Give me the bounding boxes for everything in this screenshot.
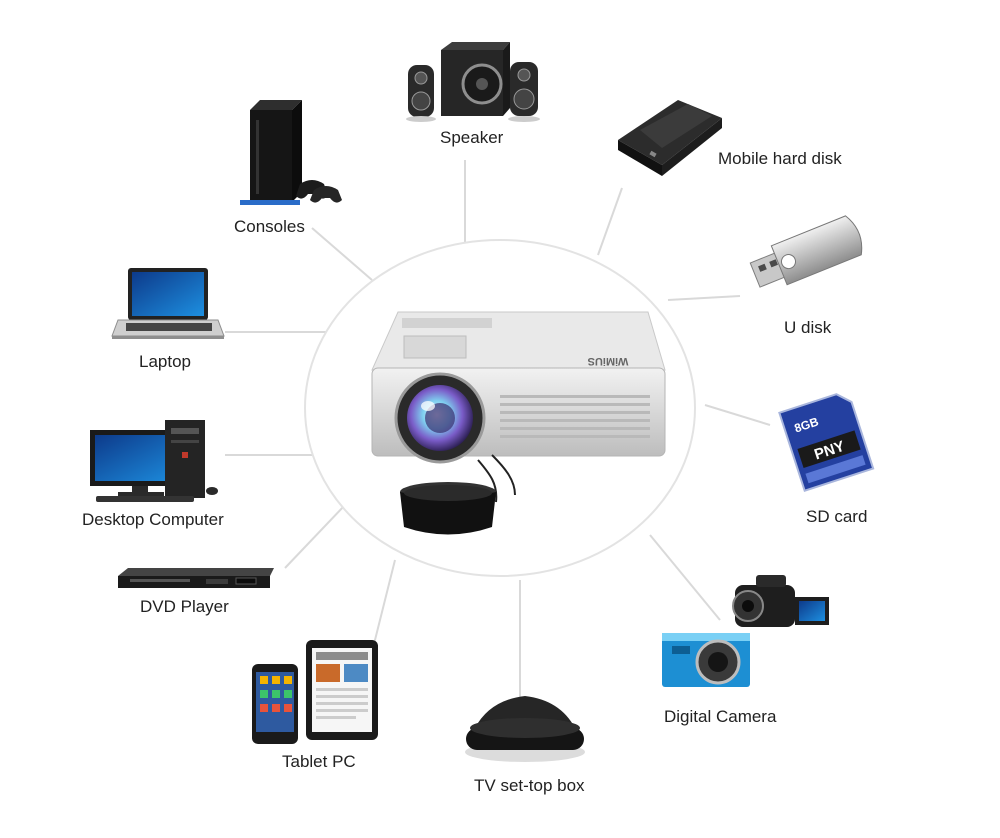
sd-card-icon: PNY 8GB [778,393,875,493]
connector-digital-camera [649,534,721,621]
digital-camera-icon [662,575,829,687]
laptop-icon [111,268,225,339]
u-disk-label: U disk [784,318,832,337]
laptop-label: Laptop [139,352,191,371]
mobile-hard-disk-icon [618,100,722,176]
connector-u-disk [667,295,741,301]
projector-brand: WiMiUS [588,355,629,367]
tablet-pc-label: Tablet PC [282,752,356,771]
consoles-icon [240,100,342,205]
dvd-player-label: DVD Player [140,597,229,616]
desktop-computer-label: Desktop Computer [82,510,224,529]
tv-set-top-box-label: TV set-top box [474,776,585,795]
consoles-label: Consoles [234,217,305,236]
speaker-icon [406,42,540,122]
connector-dvd-player [284,504,346,569]
tv-set-top-box-icon [465,696,585,762]
sd-card-label: SD card [806,507,868,526]
tablet-pc-icon [252,640,378,744]
digital-camera-label: Digital Camera [664,707,777,726]
connector-sd-card [704,404,771,426]
dvd-player-icon [118,568,274,588]
desktop-computer-icon [90,420,218,502]
connector-consoles [311,227,373,281]
mobile-hard-disk-label: Mobile hard disk [718,149,842,168]
connector-mobile-hard-disk [597,187,623,256]
u-disk-icon [749,215,863,288]
projector-icon: WiMiUS [371,311,666,535]
speaker-label: Speaker [440,128,504,147]
